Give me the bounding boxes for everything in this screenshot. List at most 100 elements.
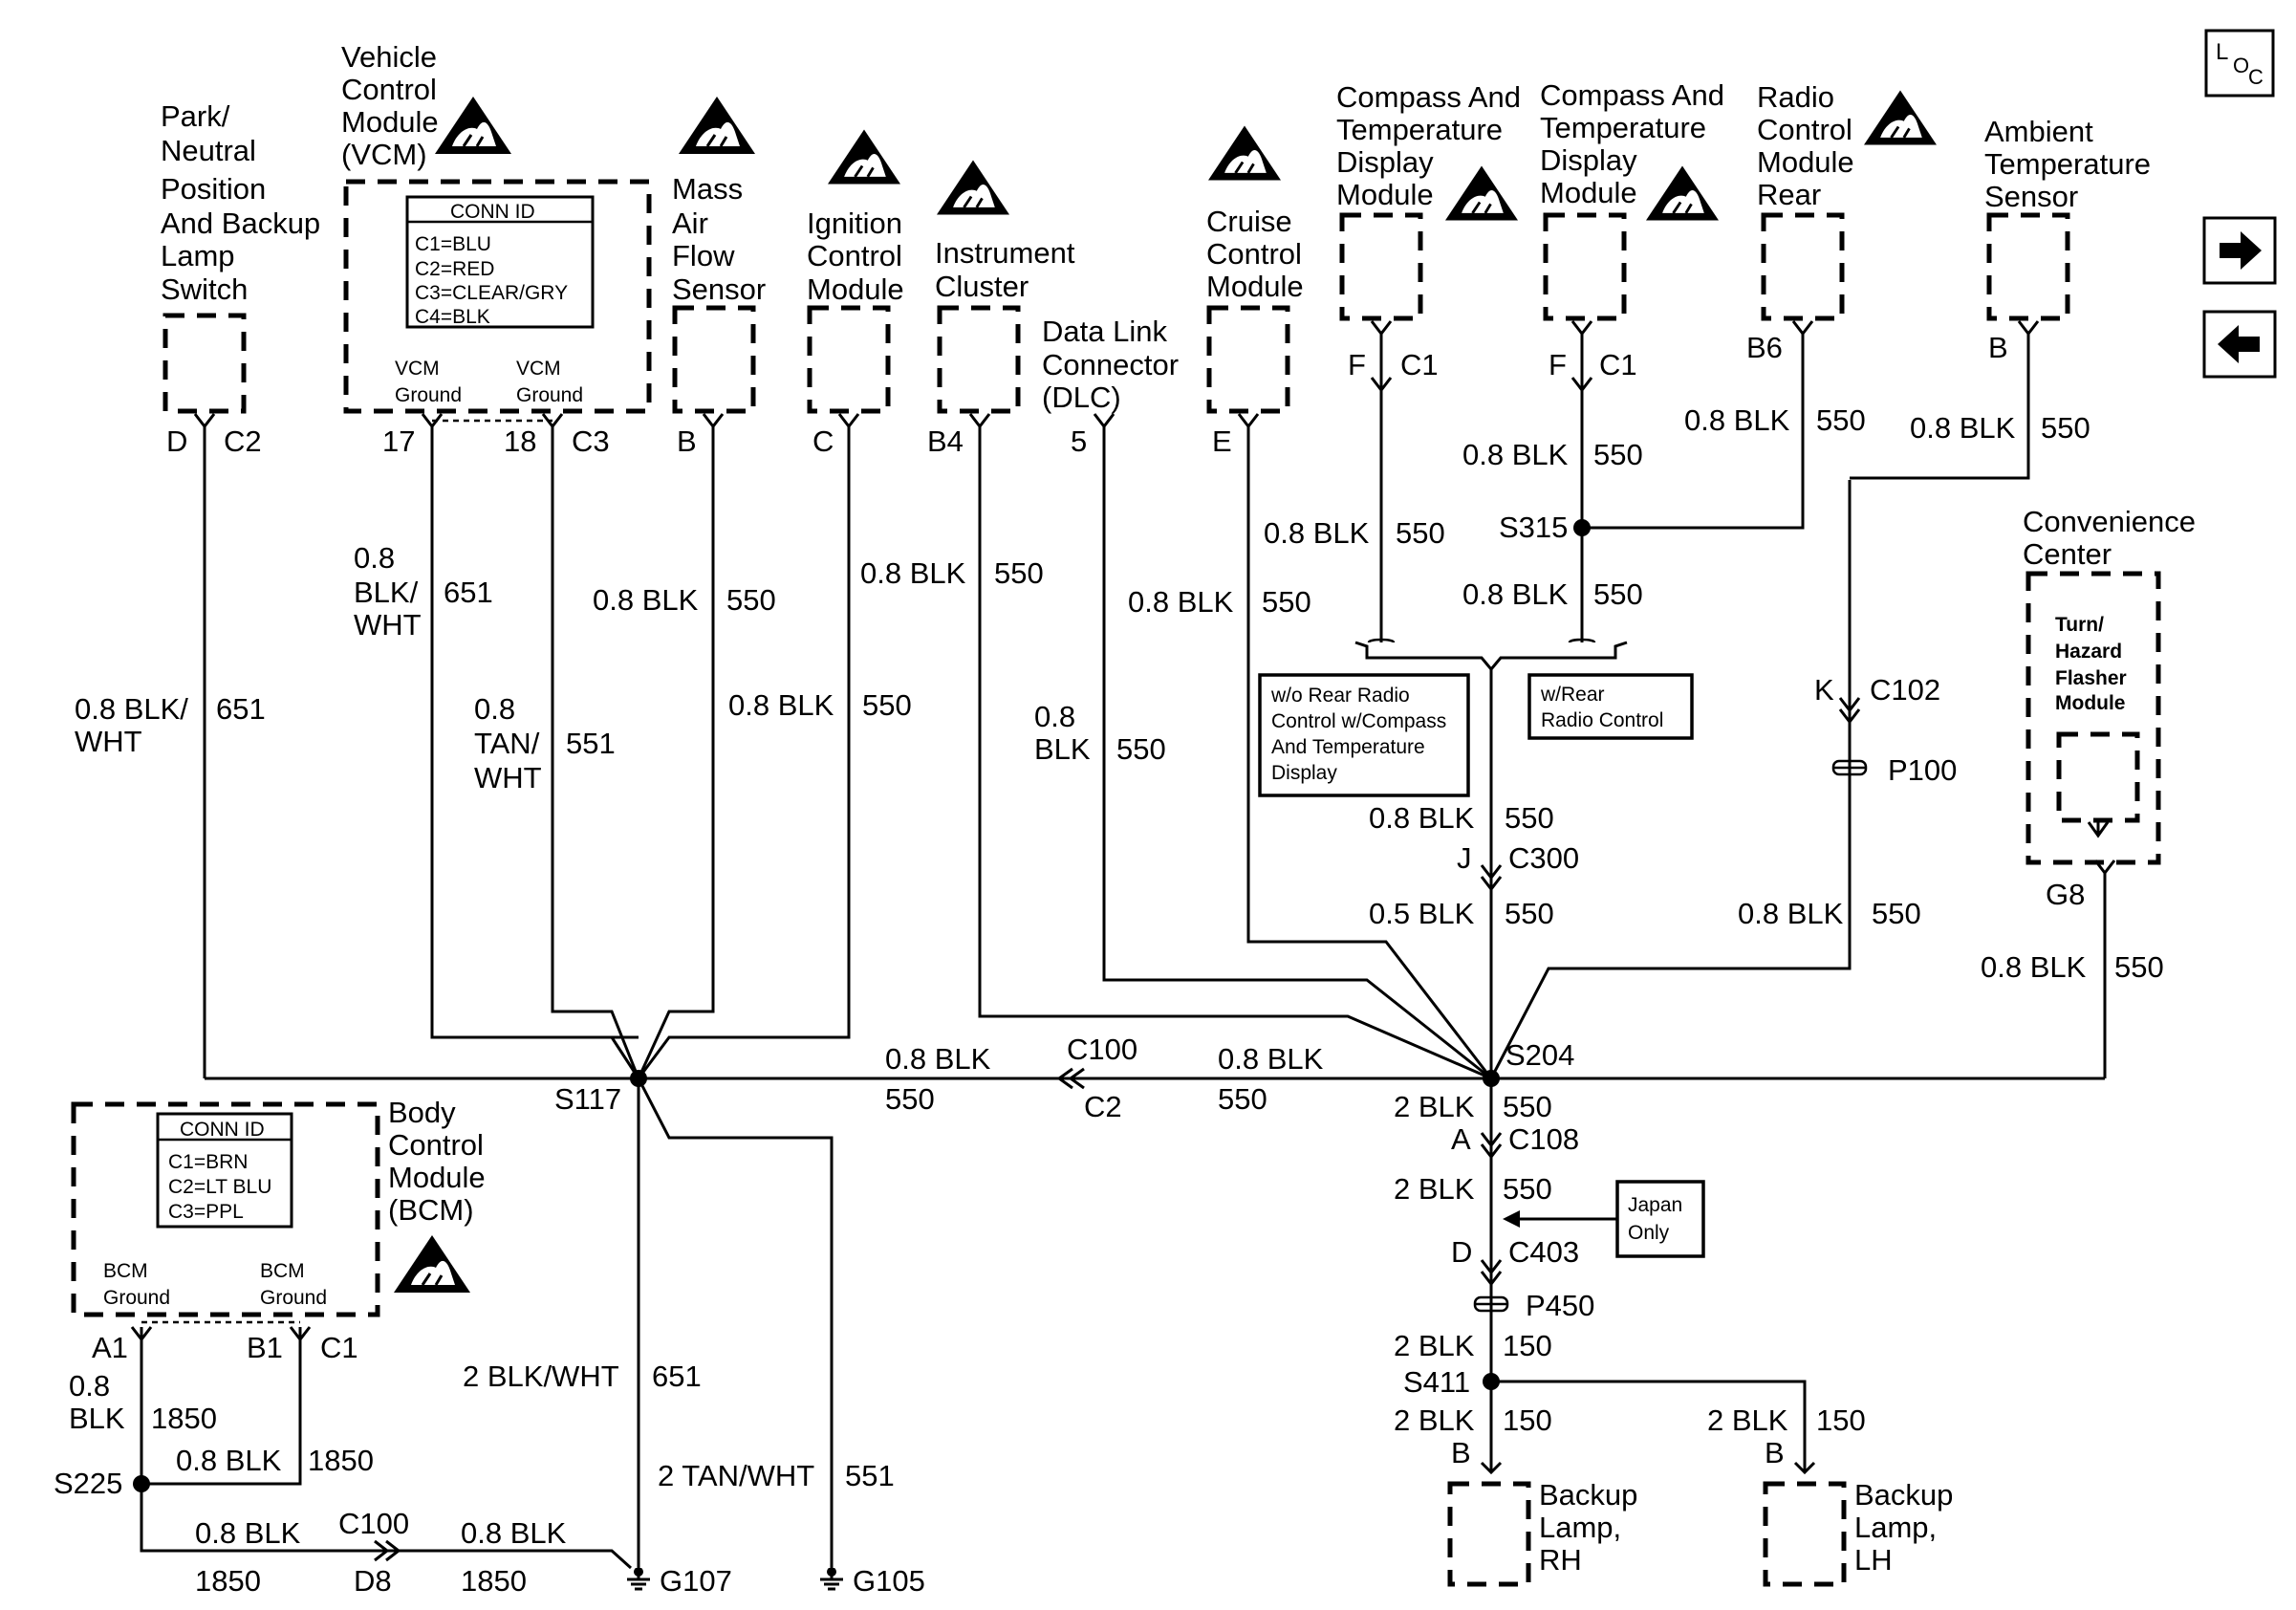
backup-lamp-lh-label: Backup Lamp, LH <box>1854 1478 1961 1577</box>
svg-text:B: B <box>1451 1436 1471 1469</box>
svg-text:C2=RED: C2=RED <box>415 258 494 280</box>
splice-s315-dot <box>1573 519 1591 536</box>
backup-lamp-lh-box <box>1763 1481 1847 1587</box>
svg-text:2 BLK: 2 BLK <box>1394 1403 1475 1437</box>
splice-s204-dot <box>1483 1070 1500 1087</box>
svg-text:0.8 BLK: 0.8 BLK <box>1981 950 2087 984</box>
svg-text:P100: P100 <box>1888 753 1957 787</box>
svg-text:C3=PPL: C3=PPL <box>168 1201 244 1223</box>
svg-text:1850: 1850 <box>308 1444 374 1477</box>
ambient-temp-sensor-label: Ambient Temperature Sensor <box>1984 115 2159 213</box>
svg-text:0.8 BLK: 0.8 BLK <box>1462 577 1569 611</box>
svg-text:550: 550 <box>726 583 776 617</box>
esd-warning-icon <box>1208 124 1281 182</box>
loc-o-label: O <box>2233 54 2249 77</box>
arrow-left-icon[interactable] <box>2202 310 2277 379</box>
connector-terminals <box>130 320 2116 1562</box>
svg-text:0.8 BLK: 0.8 BLK <box>1369 801 1475 835</box>
splice-s117-dot <box>630 1070 647 1087</box>
svg-text:C403: C403 <box>1508 1235 1579 1269</box>
esd-warning-icon <box>679 96 755 155</box>
esd-warning-icon <box>394 1233 470 1295</box>
bcm-box <box>71 1101 380 1317</box>
w-rear-radio-note: w/Rear Radio Control <box>1527 673 1694 740</box>
vcm-box <box>343 179 652 414</box>
bcm-ground-2-label: BCM Ground <box>260 1260 327 1309</box>
cruise-control-module-label: Cruise Control Module <box>1206 205 1310 303</box>
esd-warning-icon <box>1445 164 1518 222</box>
svg-text:S315: S315 <box>1499 511 1568 544</box>
svg-text:C1=BLU: C1=BLU <box>415 233 491 255</box>
ground-icon <box>818 1568 845 1591</box>
svg-text:550: 550 <box>1116 732 1166 766</box>
svg-text:B1: B1 <box>247 1331 283 1364</box>
bcm-ground-1-label: BCM Ground <box>103 1260 170 1309</box>
svg-text:D8: D8 <box>354 1564 392 1598</box>
svg-text:C1: C1 <box>1599 348 1637 381</box>
svg-text:G8: G8 <box>2046 878 2085 911</box>
svg-text:B: B <box>1765 1436 1785 1469</box>
flasher-module-box <box>2056 731 2140 823</box>
svg-text:CONN ID: CONN ID <box>450 201 535 223</box>
svg-text:G107: G107 <box>660 1564 732 1598</box>
svg-text:P450: P450 <box>1526 1289 1594 1322</box>
svg-text:0.8 BLK: 0.8 BLK <box>1264 516 1370 550</box>
svg-text:C2: C2 <box>1084 1090 1122 1123</box>
svg-text:0.8 BLK: 0.8 BLK <box>1738 897 1844 930</box>
svg-text:2 BLK: 2 BLK <box>1394 1329 1475 1362</box>
svg-text:550: 550 <box>1816 403 1866 437</box>
vcm-ground-1-label: VCM Ground <box>395 358 462 406</box>
svg-text:B6: B6 <box>1746 331 1783 364</box>
svg-text:Japan Only: Japan Only <box>1628 1194 1688 1244</box>
svg-text:0.8 BLK: 0.8 BLK <box>176 1444 282 1477</box>
svg-text:G105: G105 <box>853 1564 925 1598</box>
svg-text:550: 550 <box>1218 1082 1267 1116</box>
splice-labels: S117 S204 S315 S411 S225 G107 G105 <box>54 511 1574 1598</box>
svg-text:2 TAN/WHT: 2 TAN/WHT <box>658 1459 814 1492</box>
svg-text:550: 550 <box>1262 585 1311 619</box>
pin-labels: D C2 17 18 C3 B C B4 5 E F C1 F C1 B6 B … <box>92 331 2085 1598</box>
svg-text:0.8 BLK: 0.8 BLK <box>885 1042 991 1076</box>
loc-c-label: C <box>2248 65 2264 89</box>
svg-text:J: J <box>1457 841 1472 875</box>
svg-text:w/Rear Radio Control: w/Rear Radio Control <box>1540 684 1663 731</box>
splice-s411-dot <box>1483 1373 1500 1390</box>
arrow-right-icon[interactable] <box>2202 216 2277 285</box>
vcm-conn-id-box: CONN ID C1=BLU C2=RED C3=CLEAR/GRY C4=BL… <box>405 195 595 329</box>
svg-text:A: A <box>1451 1122 1471 1156</box>
svg-text:C3=CLEAR/GRY: C3=CLEAR/GRY <box>415 282 568 304</box>
svg-text:1850: 1850 <box>151 1402 217 1435</box>
svg-text:C100: C100 <box>338 1507 409 1540</box>
maf-sensor-label: Mass Air Flow Sensor <box>672 172 766 306</box>
svg-text:150: 150 <box>1503 1403 1552 1437</box>
svg-text:550: 550 <box>2114 950 2164 984</box>
esd-warning-icon <box>1864 88 1937 147</box>
svg-text:w/o Rear Radio Control w: w/o Rear Radio Control w/Compass And Tem… <box>1270 685 1452 784</box>
svg-text:D: D <box>166 424 187 458</box>
loc-button[interactable]: L O C <box>2204 29 2275 98</box>
loc-l-label: L <box>2216 39 2228 65</box>
esd-warning-icon <box>828 128 900 185</box>
svg-text:C102: C102 <box>1870 673 1940 707</box>
backup-lamp-rh-label: Backup Lamp, RH <box>1539 1478 1646 1577</box>
svg-text:17: 17 <box>382 424 415 458</box>
svg-text:550: 550 <box>1505 897 1554 930</box>
convenience-center-box <box>2025 571 2161 865</box>
svg-text:D: D <box>1451 1235 1472 1269</box>
svg-text:5: 5 <box>1071 424 1087 458</box>
svg-text:0.8 BLK: 0.8 BLK <box>1684 403 1790 437</box>
svg-text:C300: C300 <box>1508 841 1579 875</box>
esd-warning-icon <box>1646 164 1719 222</box>
japan-only-note: Japan Only <box>1615 1180 1705 1258</box>
svg-text:550: 550 <box>2041 411 2090 445</box>
svg-text:651: 651 <box>652 1360 702 1393</box>
svg-text:150: 150 <box>1503 1329 1552 1362</box>
ctd-module-1-label: Compass And Temperature Display Module <box>1336 80 1529 211</box>
svg-text:550: 550 <box>1503 1090 1552 1123</box>
cruise-control-module-box <box>1206 305 1290 414</box>
radio-control-module-rear-label: Radio Control Module Rear <box>1757 80 1862 211</box>
